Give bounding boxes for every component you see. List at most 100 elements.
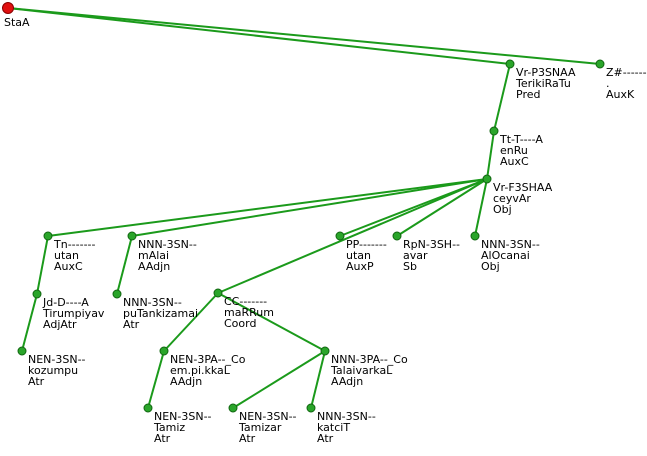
node-label-line: RpN-3SH-- [403,238,460,251]
node-label-line: StaA [4,16,30,29]
node-label-line: NEN-3SN-- [154,410,212,423]
edge-n4-n12 [217,178,488,294]
node-label-root: StaA [4,16,30,29]
node-n13[interactable] [17,346,27,356]
node-label-line: Atr [123,318,140,331]
tree-nodes [2,2,605,413]
node-root[interactable] [2,2,14,14]
edge-n12-n15 [217,292,326,352]
node-label-line: ceyvAr [493,192,531,205]
node-n9[interactable] [470,231,480,241]
edge-n4-n8 [396,178,488,237]
node-label-line: Atr [28,375,45,388]
edge-n15-n18 [310,350,326,409]
node-n15[interactable] [320,346,330,356]
node-n17[interactable] [228,403,238,413]
node-n14[interactable] [159,346,169,356]
node-n10[interactable] [32,289,42,299]
tree-edges [7,7,601,409]
node-n18[interactable] [306,403,316,413]
node-label-line: mAlai [138,249,169,262]
node-n6[interactable] [127,231,137,241]
edge-n6-n11 [116,235,133,295]
node-n8[interactable] [392,231,402,241]
edge-n10-n13 [21,293,38,352]
node-label-line: Z#------- [606,66,647,79]
node-label-line: Tamizar [238,421,282,434]
node-label-line: Tt-T----A [499,133,543,146]
node-label-line: NNN-3SN-- [317,410,376,423]
node-label-line: katciT [317,421,350,434]
node-n1[interactable] [505,59,515,69]
edge-n4-n5 [47,178,488,237]
node-n2[interactable] [595,59,605,69]
edge-n4-n6 [131,178,488,237]
node-label-line: Tamiz [153,421,185,434]
node-label-line: NEN-3SN-- [239,410,297,423]
node-label-line: Jd-D----A [42,296,89,309]
node-label-line: NEN-3SN-- [28,353,86,366]
edge-root-n2 [7,7,601,65]
node-label-line: Sb [403,260,417,273]
edge-n12-n14 [163,292,219,352]
node-label-line: Coord [224,317,256,330]
node-label-line: NNN-3SN-- [123,296,182,309]
node-label-line: maRRum [224,306,274,319]
edge-n5-n10 [36,235,49,295]
node-label-line: NNN-3SN-- [481,238,540,251]
node-n3[interactable] [489,126,499,136]
node-label-line: Vr-P3SNAA [516,66,576,79]
node-label-line: Atr [317,432,334,445]
node-label-line: utan [54,249,79,262]
node-label-line: enRu [500,144,528,157]
node-label-n2: Z#-------.AuxK [606,66,647,101]
node-n12[interactable] [213,288,223,298]
node-label-line: em.pi.kkaL [170,364,231,377]
node-label-line: puTankizamai [123,307,198,320]
node-label-line: Obj [493,203,512,216]
edge-n1-n3 [493,63,511,132]
edge-n4-n9 [474,178,488,237]
node-label-line: AuxC [500,155,529,168]
node-label-line: Atr [239,432,256,445]
node-label-line: AlOcanai [481,249,530,262]
node-n4[interactable] [482,174,492,184]
node-label-line: AuxC [54,260,83,273]
node-label-line: NEN-3PA--_Co [170,353,246,366]
node-label-line: AAdjn [138,260,170,273]
node-label-line: Tirumpiyav [42,307,105,320]
edge-root-n1 [7,7,511,65]
node-label-line: kozumpu [28,364,78,377]
node-label-line: NNN-3PA--_Co [331,353,408,366]
node-label-line: TalaivarkaL [330,364,393,377]
node-label-line: CC------- [224,295,267,308]
node-label-line: Atr [154,432,171,445]
node-label-line: AAdjn [331,375,363,388]
node-n7[interactable] [335,231,345,241]
node-n11[interactable] [112,289,122,299]
node-label-line: utan [346,249,371,262]
edge-n14-n16 [147,350,165,409]
edge-n15-n17 [232,350,326,409]
node-label-line: AAdjn [170,375,202,388]
node-label-line: . [606,77,610,90]
node-label-line: AuxK [606,88,635,101]
node-n5[interactable] [43,231,53,241]
node-n16[interactable] [143,403,153,413]
node-label-line: Vr-F3SHAA [493,181,553,194]
